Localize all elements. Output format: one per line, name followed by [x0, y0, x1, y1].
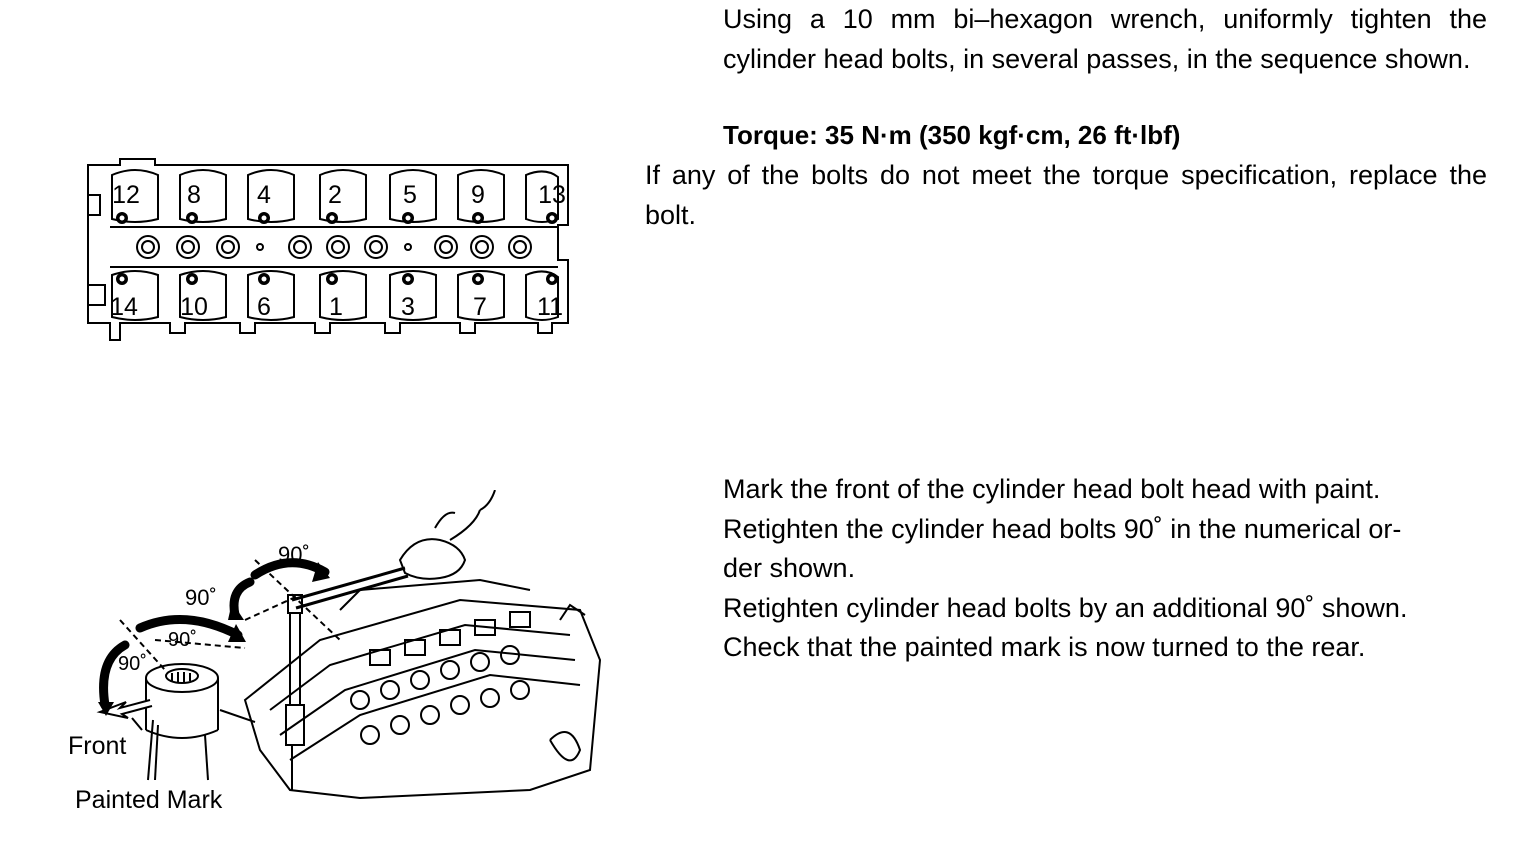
- step2-line-5: Check that the painted mark is now turne…: [723, 632, 1366, 662]
- bolt-seq-top-1: 12: [112, 181, 140, 209]
- bolt-sequence-diagram: 12 8 4 2 5 9 13 14 10 6 1 3 7 11: [87, 158, 569, 341]
- bolt-seq-top-5: 5: [403, 181, 417, 209]
- bolt-seq-bottom-5: 3: [401, 293, 415, 321]
- step2-text: Mark the front of the cylinder head bolt…: [723, 470, 1489, 668]
- bolt-seq-top-7: 13: [538, 181, 566, 209]
- bolt-seq-bottom-2: 10: [180, 293, 208, 321]
- bolt-seq-bottom-3: 6: [257, 293, 271, 321]
- step1-instruction: Using a 10 mm bi–hexagon wrench, uniform…: [723, 4, 1487, 74]
- torque-spec: Torque: 35 N·m (350 kgf·cm, 26 ft·lbf): [723, 120, 1181, 150]
- angle-label-bolt-top: 90˚: [168, 629, 197, 651]
- step2-line-3: der shown.: [723, 553, 856, 583]
- step2-line-4: Retighten cylinder head bolts by an addi…: [723, 592, 1408, 623]
- step2-line-2: Retighten the cylinder head bolts 90˚ in…: [723, 513, 1402, 544]
- bolt-seq-bottom-4: 1: [329, 293, 343, 321]
- bolt-seq-bottom-7: 11: [537, 293, 563, 321]
- angle-label-wrench-top: 90˚: [278, 542, 310, 567]
- bolt-seq-bottom-1: 14: [110, 293, 138, 321]
- bolt-seq-top-6: 9: [471, 181, 485, 209]
- bolt-seq-top-4: 2: [328, 181, 342, 209]
- bolt-seq-top-2: 8: [187, 181, 201, 209]
- label-painted-mark: Painted Mark: [75, 786, 223, 814]
- bolt-seq-top-3: 4: [257, 181, 271, 209]
- angle-label-wrench-left: 90˚: [185, 585, 217, 610]
- step1-note: If any of the bolts do not meet the torq…: [645, 160, 1487, 230]
- step2-line-1: Mark the front of the cylinder head bolt…: [723, 474, 1381, 504]
- angle-tightening-diagram: 90˚ 90˚ 90˚ 90˚ Front Painted Mark: [68, 490, 602, 814]
- bolt-seq-bottom-6: 7: [473, 293, 487, 321]
- label-front: Front: [68, 732, 126, 760]
- angle-label-bolt-left: 90˚: [118, 653, 147, 675]
